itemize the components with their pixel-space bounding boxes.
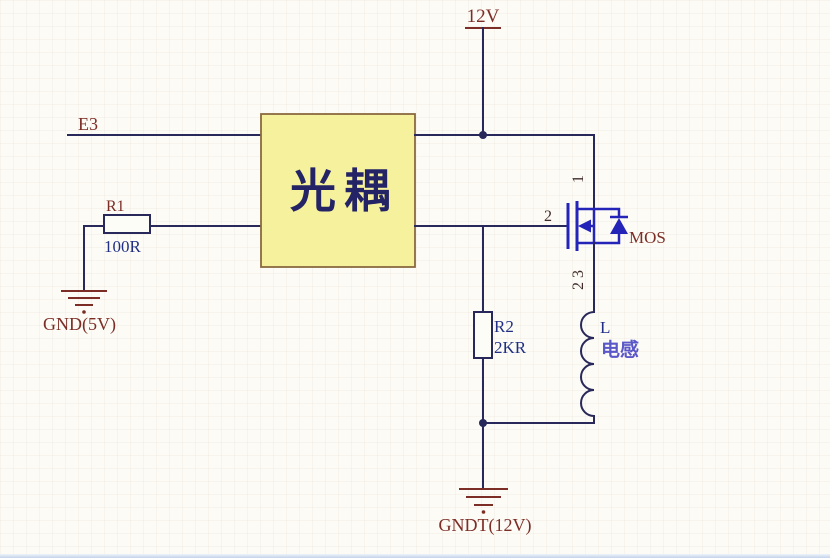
bottom-divider-bar xyxy=(0,554,830,558)
r2-ref: R2 xyxy=(494,317,514,336)
optocoupler-label: 光耦 xyxy=(290,166,398,217)
power-12v: 12V xyxy=(465,6,501,136)
inductor-coil xyxy=(580,310,596,424)
mos-pin-bottom: 2 3 xyxy=(570,270,587,290)
ground-5v-label: GND(5V) xyxy=(43,314,116,335)
junction-12v xyxy=(479,131,487,139)
gnd5-dot xyxy=(82,310,86,314)
mos-pin-left: 2 xyxy=(544,208,552,225)
mos-diode-loop2 xyxy=(594,234,621,245)
resistor-r2: R2 2KR xyxy=(473,225,527,424)
ground-5v: GND(5V) xyxy=(43,225,116,335)
r2-body xyxy=(473,311,493,359)
inductor: L 电感 xyxy=(580,242,639,424)
optocoupler: 光耦 xyxy=(260,113,416,268)
r1-body xyxy=(103,214,151,234)
gndt-dot xyxy=(481,510,486,514)
ground-12v: GNDT(12V) xyxy=(439,419,595,536)
ground-12v-label: GNDT(12V) xyxy=(439,515,532,536)
mos-pin-top: 1 xyxy=(570,175,587,183)
inductor-ref: L xyxy=(600,318,610,337)
net-e3: E3 xyxy=(67,114,262,136)
mosfet: 1 2 2 3 MOS xyxy=(544,175,666,290)
power-12v-label: 12V xyxy=(467,6,500,27)
mos-diode-loop xyxy=(594,207,621,217)
r1-value: 100R xyxy=(104,237,142,256)
inductor-label: 电感 xyxy=(601,338,639,361)
mos-diode-triangle xyxy=(610,218,628,234)
mos-arrow xyxy=(578,219,591,233)
optocoupler-box xyxy=(260,113,416,268)
net-e3-label: E3 xyxy=(78,114,98,134)
r1-ref: R1 xyxy=(106,198,125,215)
r2-value: 2KR xyxy=(494,338,527,357)
resistor-r1: R1 100R xyxy=(83,198,262,256)
mos-label: MOS xyxy=(629,228,666,247)
